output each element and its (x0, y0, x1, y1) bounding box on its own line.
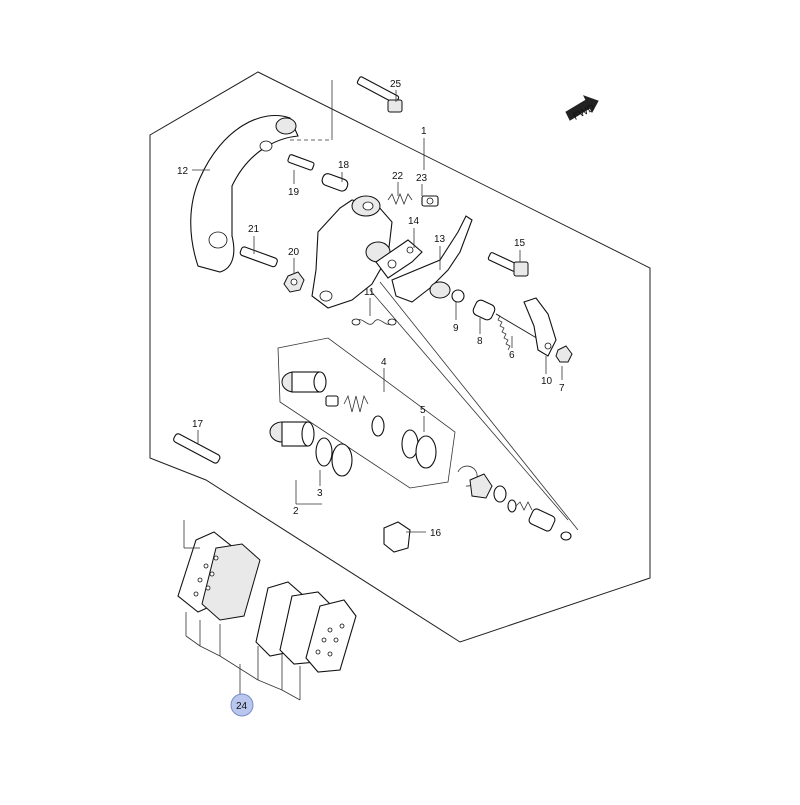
callout-6[interactable]: 6 (509, 350, 515, 361)
callout-3[interactable]: 3 (317, 488, 323, 499)
part-19-pin (287, 154, 315, 171)
callout-24[interactable]: 24 (236, 701, 248, 712)
callout-17[interactable]: 17 (192, 419, 204, 430)
callout-10[interactable]: 10 (541, 376, 553, 387)
callout-15[interactable]: 15 (514, 238, 526, 249)
callout-4[interactable]: 4 (381, 357, 387, 368)
part-18-pin (321, 173, 349, 192)
callout-23[interactable]: 23 (416, 173, 428, 184)
callout-18[interactable]: 18 (338, 160, 350, 171)
fwd-arrow-icon: FWD (565, 95, 599, 123)
part-4-piston-upper (281, 371, 327, 393)
callout-24-highlight[interactable] (230, 693, 254, 717)
part-10-arm (523, 297, 557, 357)
assembly-boundary (149, 71, 651, 643)
callout-11[interactable]: 11 (364, 287, 375, 298)
part-16-clip (383, 521, 411, 553)
part-24-brake-pads (177, 531, 357, 673)
part-15-bolt (487, 252, 529, 277)
part-23-bleeder (421, 195, 439, 207)
part-8-adjuster (472, 299, 496, 321)
callout-12[interactable]: 12 (177, 166, 189, 177)
part-3-seals (315, 437, 353, 477)
part-22-spring (387, 192, 413, 206)
callout-labels: 25 1 12 18 19 22 23 14 13 15 21 20 11 9 … (177, 79, 565, 712)
part-6-screw (495, 313, 541, 351)
caliper-body (311, 195, 393, 309)
part-11-spring (351, 318, 397, 326)
callout-1[interactable]: 1 (421, 126, 427, 137)
leader-diagonal-a (369, 289, 569, 521)
part-5-seals (401, 429, 437, 469)
callout-7[interactable]: 7 (559, 383, 565, 394)
piston-group-boundary (277, 337, 456, 489)
callout-22[interactable]: 22 (392, 171, 404, 182)
callout-25[interactable]: 25 (390, 79, 402, 90)
callout-2[interactable]: 2 (293, 506, 299, 517)
part-13-lever (391, 215, 473, 303)
part-7-nut (555, 345, 573, 363)
fwd-arrow-label: FWD (572, 102, 597, 122)
part-25-bolt (356, 76, 403, 113)
part-17-pin (173, 433, 221, 464)
part-9-oring (451, 289, 465, 303)
callout-13[interactable]: 13 (434, 234, 446, 245)
part-4-spring-set (325, 394, 385, 437)
callout-8[interactable]: 8 (477, 336, 483, 347)
callout-14[interactable]: 14 (408, 216, 420, 227)
leader-diagonal-b (379, 281, 579, 531)
callout-19[interactable]: 19 (288, 187, 300, 198)
adjuster-assembly (457, 465, 572, 541)
callout-leaders (183, 90, 563, 701)
callout-20[interactable]: 20 (288, 247, 300, 258)
part-14-gasket (375, 239, 423, 279)
callout-9[interactable]: 9 (453, 323, 459, 334)
callout-16[interactable]: 16 (430, 528, 442, 539)
part-12-bracket (190, 114, 299, 273)
callout-5[interactable]: 5 (420, 405, 426, 416)
part-21-pin (239, 246, 278, 268)
callout-21[interactable]: 21 (248, 224, 260, 235)
part-2-piston-lower (269, 421, 315, 447)
part-20-nut (283, 271, 305, 293)
